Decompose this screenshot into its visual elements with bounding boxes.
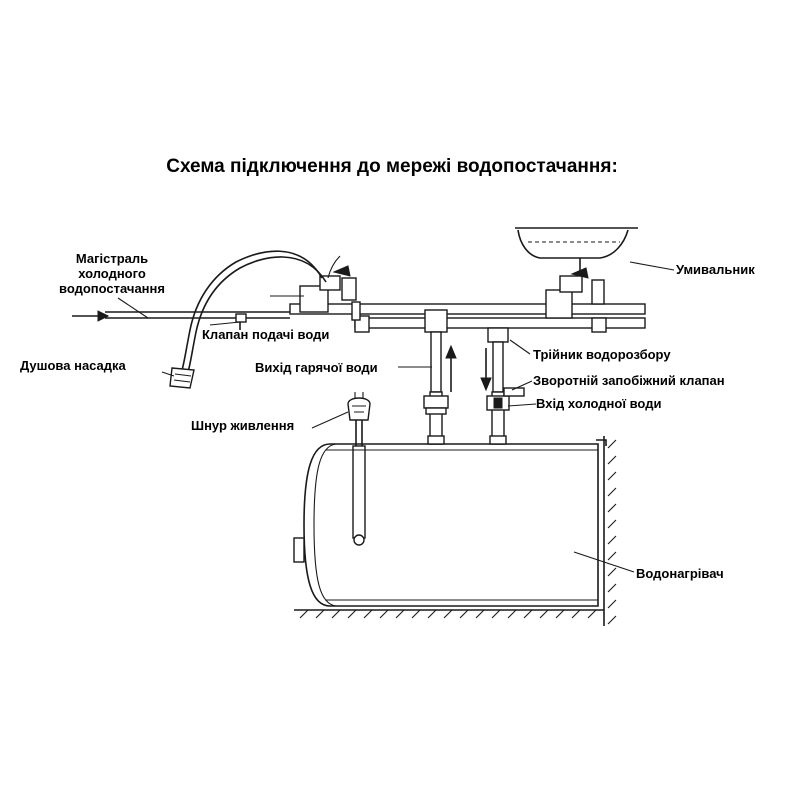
cold-flow-down-arrow-icon	[480, 348, 492, 392]
label-shower-head: Душова насадка	[20, 358, 127, 373]
shower-head-icon	[169, 367, 195, 389]
label-supply-valve: Клапан подачі води	[202, 327, 329, 342]
water-heater-tank	[293, 439, 607, 607]
power-cord	[352, 420, 366, 546]
label-cold-inlet: Вхід холодної води	[536, 396, 661, 411]
label-check-valve: Зворотній запобіжний клапан	[533, 373, 725, 388]
mains-flow-arrow-icon	[72, 310, 110, 322]
plug-icon	[347, 392, 371, 421]
label-mains-line2: холодного	[78, 266, 146, 281]
label-mains-line1: Магістраль	[76, 251, 148, 266]
cold-water-tee	[487, 327, 509, 393]
leader-lines	[117, 261, 675, 573]
sink	[515, 227, 638, 272]
floor	[294, 609, 604, 619]
label-power-cord: Шнур живлення	[191, 418, 294, 433]
label-hot-outlet: Вихід гарячої води	[255, 360, 378, 375]
sink-valve	[545, 267, 607, 333]
hot-flow-up-arrow-icon	[445, 344, 457, 392]
label-tee: Трійник водорозбору	[533, 347, 671, 362]
wall	[603, 436, 617, 626]
heater-pipe-stubs	[427, 435, 507, 445]
label-heater: Водонагрівач	[636, 566, 724, 581]
hot-water-tee	[424, 309, 448, 393]
heater-pipes	[423, 387, 525, 445]
diagram-title: Схема підключення до мережі водопостачан…	[166, 156, 618, 177]
label-sink: Умивальник	[676, 262, 755, 277]
supply-valve	[235, 265, 357, 330]
shower-hose	[181, 250, 341, 373]
label-mains-line3: водопостачання	[59, 281, 165, 296]
left-riser-fittings	[351, 301, 370, 333]
